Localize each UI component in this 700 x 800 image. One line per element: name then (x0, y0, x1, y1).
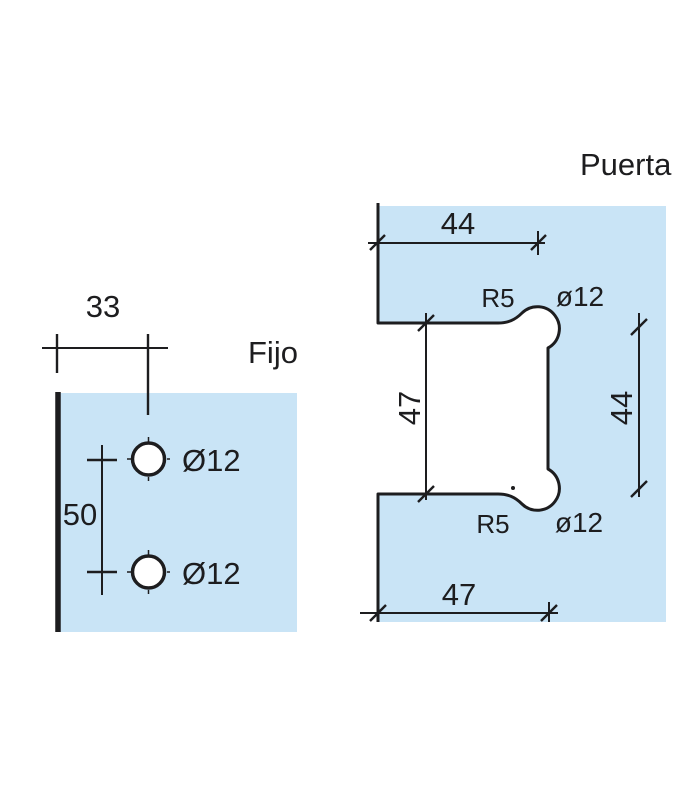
fijo-hole-bottom (130, 554, 167, 590)
puerta-dim47-bottom-value: 47 (442, 577, 476, 612)
fijo-hole-top-callout: Ø12 (182, 443, 241, 478)
fijo-dim50-value: 50 (63, 497, 97, 532)
puerta-dim44-right-value: 44 (604, 391, 639, 425)
fijo-hole-top (130, 441, 167, 477)
puerta-dim44-top-value: 44 (441, 206, 475, 241)
puerta-glass-area (378, 206, 666, 622)
puerta-dim44-right-slash-bottom (630, 480, 648, 498)
puerta-radius-top-callout: R5 (481, 283, 514, 313)
puerta-center-mark-dot (511, 486, 515, 490)
puerta-dim47-left-slash-top (417, 314, 435, 332)
puerta-hole-bottom-callout: ø12 (555, 507, 603, 538)
puerta-hole-top-callout: ø12 (556, 281, 604, 312)
puerta-panel: Puerta 44 47 44 47 R5 ø12 (360, 147, 672, 622)
fijo-glass-area (60, 393, 297, 632)
puerta-cutout-outline (376, 203, 561, 622)
puerta-dim47-left-value: 47 (392, 391, 427, 425)
puerta-label: Puerta (580, 147, 672, 182)
puerta-dim44-right-slash-top (630, 318, 648, 336)
puerta-dim47-bottom-slash-left (369, 604, 387, 622)
puerta-dim44-top-slash-left (369, 234, 386, 251)
fijo-panel: 33 Fijo Ø12 Ø12 50 (42, 289, 298, 632)
puerta-dim47-left-slash-bottom (417, 485, 435, 503)
puerta-radius-bottom-callout: R5 (476, 509, 509, 539)
fijo-label: Fijo (248, 335, 298, 370)
fijo-dim33-value: 33 (86, 289, 120, 324)
fijo-hole-bottom-callout: Ø12 (182, 556, 241, 591)
